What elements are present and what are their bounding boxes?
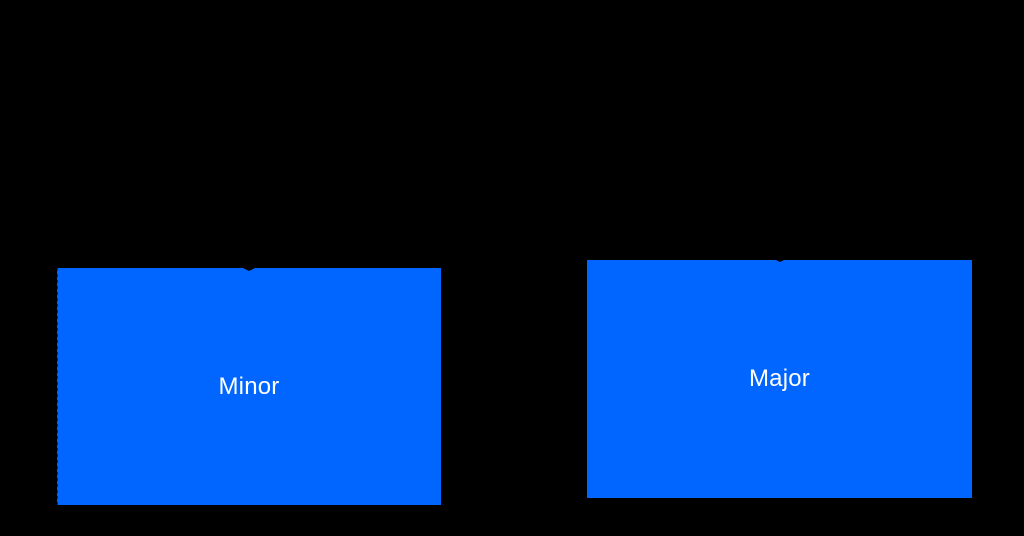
node-minor-label: Minor bbox=[218, 372, 280, 400]
arrow-tip-icon bbox=[775, 260, 784, 262]
node-major-label: Major bbox=[748, 365, 810, 392]
node-major: Major bbox=[587, 260, 972, 498]
left-edge-artifact bbox=[57, 268, 58, 505]
node-minor: Minor bbox=[57, 268, 441, 505]
arrow-tip-icon bbox=[243, 268, 255, 271]
